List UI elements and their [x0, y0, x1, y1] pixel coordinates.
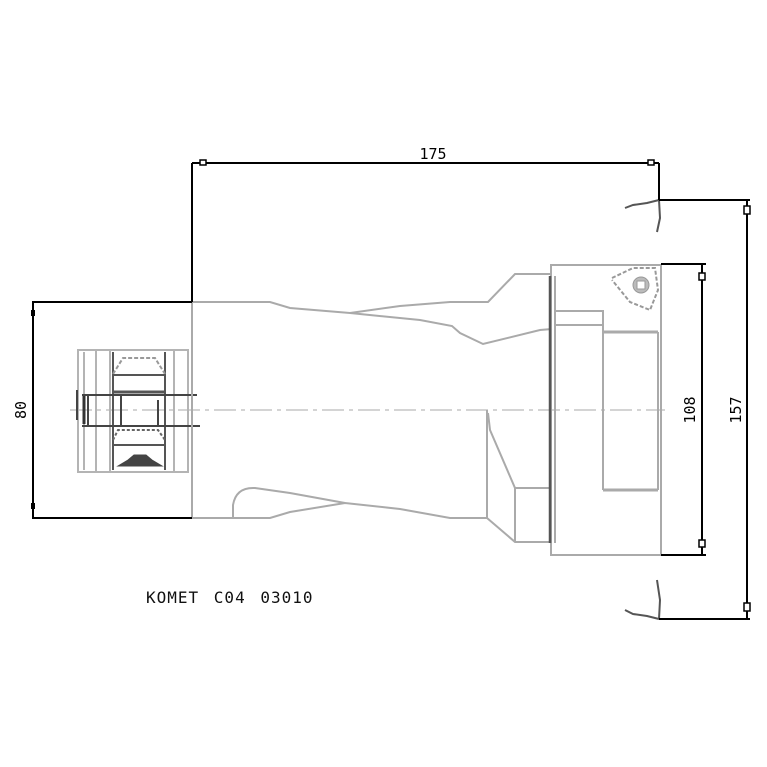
shank-coupling	[76, 349, 200, 473]
tool-body	[191, 264, 662, 556]
dimension-shank-diameter: 80	[12, 301, 192, 519]
dimension-label-157: 157	[727, 396, 745, 423]
break-lines	[624, 199, 662, 620]
part-number-caption: KOMET C04 03010	[146, 588, 314, 607]
cutting-insert	[611, 267, 660, 312]
dimension-label-80: 80	[12, 401, 30, 419]
dimension-body-height: 108	[661, 263, 706, 556]
dimension-label-108: 108	[681, 396, 699, 423]
dimension-label-175: 175	[419, 145, 446, 163]
dimension-overall-length: 175	[191, 145, 660, 302]
dimension-max-diameter: 157	[659, 199, 751, 620]
